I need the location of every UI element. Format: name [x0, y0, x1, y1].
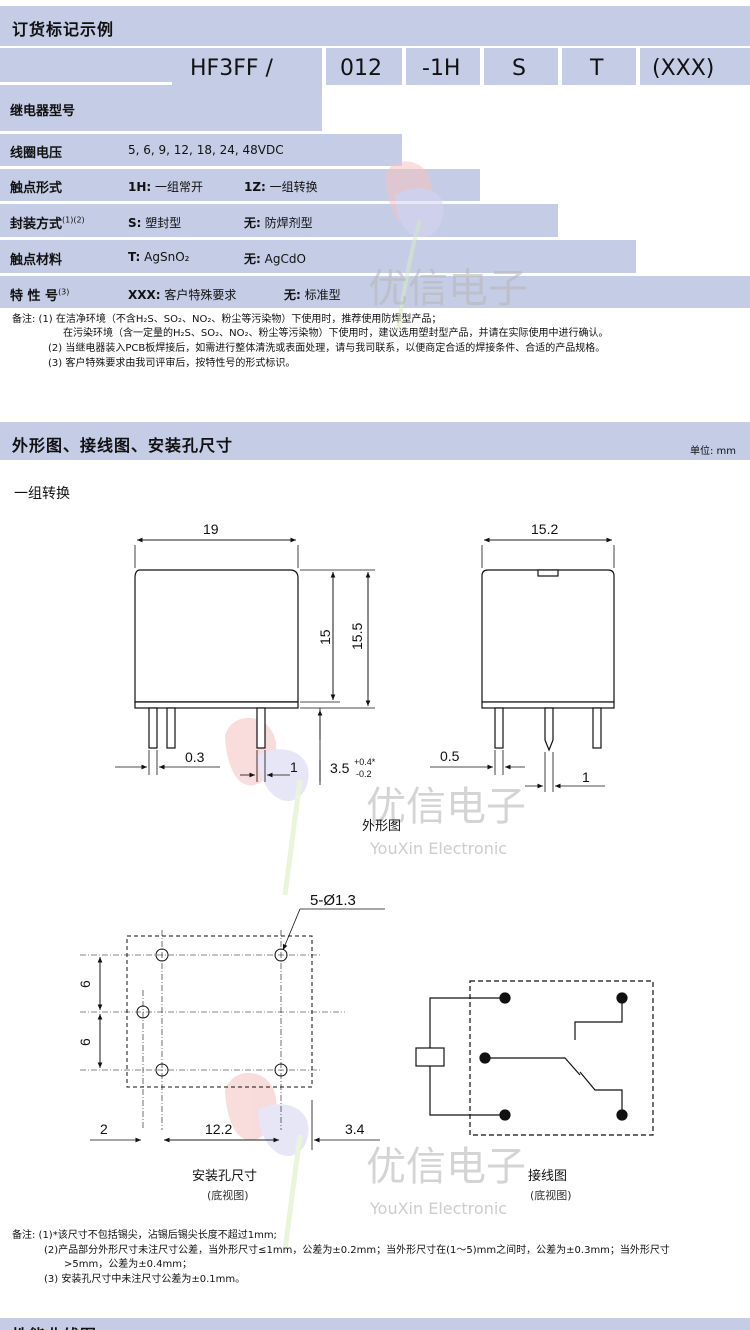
code-material: T [590, 56, 604, 81]
caption-wiring: 接线图 [528, 1169, 568, 1184]
order-code-cell [562, 48, 636, 85]
dim-tol-plus: +0.4* [354, 757, 376, 767]
section-header-order: 订货标记示例 [0, 6, 750, 46]
label-model: 继电器型号 [10, 104, 76, 119]
note-line: 备注: (1) 在洁净环境（不含H₂S、SO₂、NO₂、粉尘等污染物）下使用时，… [12, 314, 442, 325]
order-row-voltage [0, 134, 402, 166]
dim-3.4: 3.4 [345, 1121, 365, 1137]
dim-h15: 15 [317, 629, 333, 645]
svg-text:YouXin Electronic: YouXin Electronic [369, 1199, 507, 1218]
relay-side-view [430, 537, 615, 792]
code-voltage: 012 [340, 56, 382, 81]
material-opt2: 无: AgCdO [244, 252, 306, 266]
section-title: 外形图、接线图、安装孔尺寸 [12, 436, 234, 455]
dim-width-front: 19 [203, 521, 219, 537]
note-line: (3) 客户特殊要求由我司评审后，按特性号的形式标识。 [48, 358, 296, 369]
code-package: S [512, 56, 526, 81]
svg-text:优信电子: 优信电子 [366, 784, 526, 830]
dim-3.5: 3.5 [330, 760, 350, 776]
svg-text:优信电子: 优信电子 [368, 266, 528, 312]
package-opt1: S: 塑封型 [128, 216, 182, 230]
svg-text:优信电子: 优信电子 [366, 1144, 526, 1190]
section-title: 性能曲线图 [12, 1322, 97, 1330]
label-feature: 特 性 号(3) [10, 287, 70, 304]
subtitle: 一组转换 [14, 486, 70, 502]
order-code-cell [484, 48, 558, 85]
watermark-logo [385, 161, 444, 331]
order-code-cell [172, 48, 322, 85]
material-opt1: T: AgSnO₂ [128, 250, 190, 264]
section-header-curves: 性能曲线图 [0, 1318, 750, 1330]
caption-mount: 安装孔尺寸 [192, 1169, 258, 1184]
dim-6a: 6 [77, 980, 93, 988]
order-code-cell [640, 48, 750, 85]
caption-mount-sub: (底视图) [207, 1189, 249, 1202]
section-title: 订货标记示例 [12, 20, 115, 39]
code-feature: (XXX) [652, 56, 715, 81]
wiring-diagram [415, 980, 654, 1136]
feature-opt2: 无: 标准型 [284, 288, 341, 302]
section-header-outline: 外形图、接线图、安装孔尺寸 单位: mm [0, 422, 750, 460]
dim-0.5: 0.5 [440, 748, 460, 764]
label-contact: 触点形式 [10, 181, 63, 196]
label-voltage: 线圈电压 [10, 146, 63, 161]
contact-opt1: 1H: 一组常开 [128, 180, 204, 194]
relay-front-view [115, 537, 375, 785]
order-row-feature [0, 276, 750, 308]
dim-1b: 1 [582, 769, 590, 785]
order-code-filler [0, 48, 172, 85]
label-package: 封装方式(1)(2) [10, 215, 85, 232]
svg-text:YouXin Electronic: YouXin Electronic [369, 839, 507, 858]
dim-2: 2 [100, 1121, 108, 1137]
note-line: >5mm，公差为±0.4mm； [64, 1259, 192, 1270]
caption-wiring-sub: (底视图) [530, 1189, 572, 1202]
watermark-text: 优信电子 优信电子 YouXin Electronic 优信电子 YouXin … [366, 266, 528, 1218]
order-row-material [0, 240, 636, 273]
order-code-cell [326, 48, 402, 85]
dim-12.2: 12.2 [205, 1121, 232, 1137]
dim-tol-minus: -0.2 [356, 769, 372, 779]
watermark-logo [225, 717, 309, 896]
note-line: 备注: (1)*该尺寸不包括锡尖，沾锡后锡尖长度不超过1mm; [12, 1230, 277, 1241]
dim-1a: 1 [290, 759, 298, 775]
caption-outline: 外形图 [362, 819, 402, 834]
code-contact: -1H [422, 56, 461, 81]
value-voltage: 5, 6, 9, 12, 18, 24, 48VDC [128, 143, 284, 157]
package-opt2: 无: 防焊剂型 [244, 216, 313, 230]
dim-width-side: 15.2 [531, 521, 558, 537]
dim-6b: 6 [77, 1038, 93, 1046]
dim-h155: 15.5 [349, 623, 365, 650]
note-line: (2) 当继电器装入PCB板焊接后，如需进行整体清洗或表面处理，请与我司联系，以… [48, 343, 606, 354]
note-line: (3) 安装孔尺寸中未注尺寸公差为±0.1mm。 [44, 1274, 246, 1285]
watermark-logo [225, 1072, 309, 1251]
dim-holes: 5-Ø1.3 [310, 892, 356, 909]
order-row-package [0, 204, 558, 237]
label-material: 触点材料 [10, 253, 63, 268]
code-model: HF3FF / [190, 56, 273, 81]
order-row-model [0, 85, 322, 131]
contact-opt2: 1Z: 一组转换 [244, 180, 318, 194]
note-line: 在污染环境（含一定量的H₂S、SO₂、NO₂、粉尘等污染物）下使用时，建议选用塑… [63, 328, 609, 339]
dim-0.3: 0.3 [185, 749, 205, 765]
unit-label: 单位: mm [689, 446, 736, 457]
mounting-holes-drawing [80, 908, 385, 1150]
feature-opt1: XXX: 客户特殊要求 [128, 288, 237, 302]
order-code-cell [406, 48, 480, 85]
note-line: (2)产品部分外形尺寸未注尺寸公差，当外形尺寸≤1mm，公差为±0.2mm；当外… [44, 1245, 670, 1256]
